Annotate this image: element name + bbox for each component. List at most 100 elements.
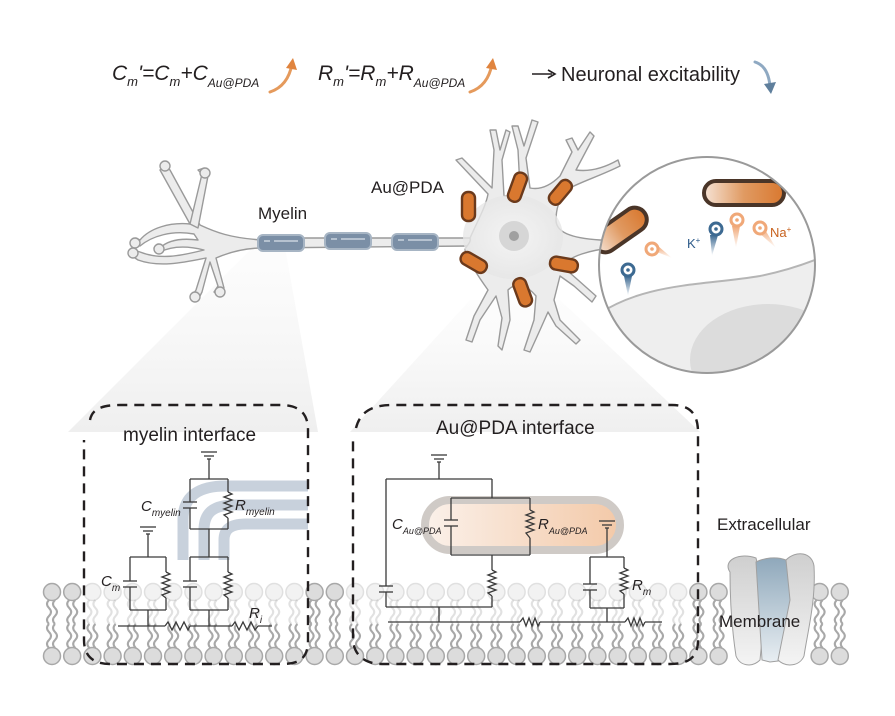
lipid-tail: [450, 623, 456, 649]
lipid-tail: [536, 599, 543, 625]
lipid-tail: [698, 623, 705, 649]
lipid-tail: [557, 623, 563, 649]
lipid-tail: [248, 623, 254, 649]
lipid-tail: [571, 599, 578, 625]
lipid-head: [406, 582, 425, 602]
aupda-label: Au@PDA: [371, 178, 445, 197]
lipid-head: [588, 582, 607, 602]
lipid-tail: [597, 599, 604, 625]
decrease-arrow-head-icon: [764, 82, 776, 94]
lipid-head: [42, 582, 62, 602]
lipid-tail: [496, 623, 503, 649]
lipid-tail: [712, 623, 719, 649]
lipid-head: [830, 646, 850, 666]
lipid-head: [628, 646, 648, 666]
myelin-panel-border: [82, 403, 310, 666]
lipid-tail: [839, 599, 846, 625]
lipid-tail: [409, 599, 416, 625]
lipid-head: [83, 582, 102, 602]
ground-icon: [431, 454, 447, 479]
lipid-tail: [288, 599, 295, 625]
lipid-tail: [476, 623, 483, 649]
neuron-illustration: Myelin Au@PDA: [127, 119, 621, 353]
potassium-ion: [620, 262, 636, 296]
lipid-tail: [415, 623, 422, 649]
lipid-head: [648, 646, 668, 666]
lipid-tail: [274, 599, 281, 625]
ground-icon: [599, 520, 615, 557]
lipid-tail: [92, 623, 99, 649]
resistor-icon: [618, 567, 630, 595]
potassium-label: K+: [687, 236, 701, 251]
lipid-tail: [308, 623, 315, 649]
r-aupda-label: RAu@PDA: [538, 516, 588, 536]
equation-row: Cm'=Cm+CAu@PDA Rm'=Rm+RAu@PDA Neuronal e…: [112, 58, 776, 94]
increase-arrow-head-icon-2: [486, 58, 497, 70]
lipid-tail: [375, 623, 382, 649]
lipid-tail: [126, 599, 133, 625]
lipid-head: [466, 582, 486, 602]
lipid-tail: [248, 599, 254, 625]
nanoparticle-large: [599, 205, 649, 255]
lipid-head: [668, 646, 688, 666]
resistor-icon: [164, 620, 191, 632]
lipid-tail: [591, 599, 598, 625]
soma: [455, 119, 621, 353]
lipid-head: [668, 582, 688, 602]
lipid-head: [567, 582, 587, 602]
myelin-wrap-bands: [177, 480, 308, 560]
c-aupda-label: CAu@PDA: [392, 516, 442, 536]
lipid-tail: [698, 599, 705, 625]
lipid-head: [426, 646, 446, 666]
myelin-segment: [391, 233, 439, 251]
lipid-tail: [496, 599, 503, 625]
left-dendrites: [127, 160, 263, 303]
lipid-head: [386, 646, 405, 666]
lipid-tail: [409, 623, 416, 649]
lipid-tail: [652, 599, 658, 625]
lipid-head: [608, 646, 627, 666]
lipid-tail: [375, 599, 382, 625]
lipid-tail: [611, 599, 618, 625]
lipid-tail: [46, 623, 52, 649]
lipid-tail: [718, 623, 725, 649]
lipid-head: [628, 582, 648, 602]
lipid-tail: [617, 623, 624, 649]
lipid-tail: [369, 623, 376, 649]
resistor-icon: [524, 509, 536, 539]
lipid-tail: [254, 599, 260, 625]
resistor-icon: [231, 620, 259, 632]
lipid-head: [163, 582, 183, 602]
extracellular-label: Extracellular: [717, 515, 811, 534]
lipid-head: [709, 646, 728, 666]
ground-icon: [201, 451, 217, 479]
myelin-segment: [324, 232, 372, 250]
lipid-tail: [66, 623, 73, 649]
lipid-head: [830, 582, 850, 602]
nanoparticle: [547, 178, 574, 206]
lipid-tail: [435, 599, 442, 625]
lipid-tail: [429, 623, 436, 649]
lipid-tail: [173, 623, 180, 649]
lipid-head: [83, 646, 102, 666]
lipid-tail: [551, 623, 557, 649]
lipid-head: [325, 582, 345, 602]
lipid-tail: [813, 599, 820, 625]
lipid-tail: [274, 623, 281, 649]
magnifier-ring: [598, 156, 816, 374]
lipid-tail: [571, 623, 578, 649]
decrease-arrow-icon: [753, 60, 772, 88]
lipid-head: [123, 646, 143, 666]
lipid-head: [527, 646, 547, 666]
lipid-tail: [52, 599, 58, 625]
lipid-tail: [692, 623, 699, 649]
resistor-icon: [222, 571, 234, 599]
lipid-tail: [153, 623, 159, 649]
lipid-tail: [490, 623, 497, 649]
lipid-tail: [435, 623, 442, 649]
lipid-head: [143, 582, 163, 602]
lipid-head: [547, 646, 567, 666]
lipid-tail: [112, 599, 119, 625]
lipid-head: [103, 582, 122, 602]
lipid-tail: [167, 599, 174, 625]
